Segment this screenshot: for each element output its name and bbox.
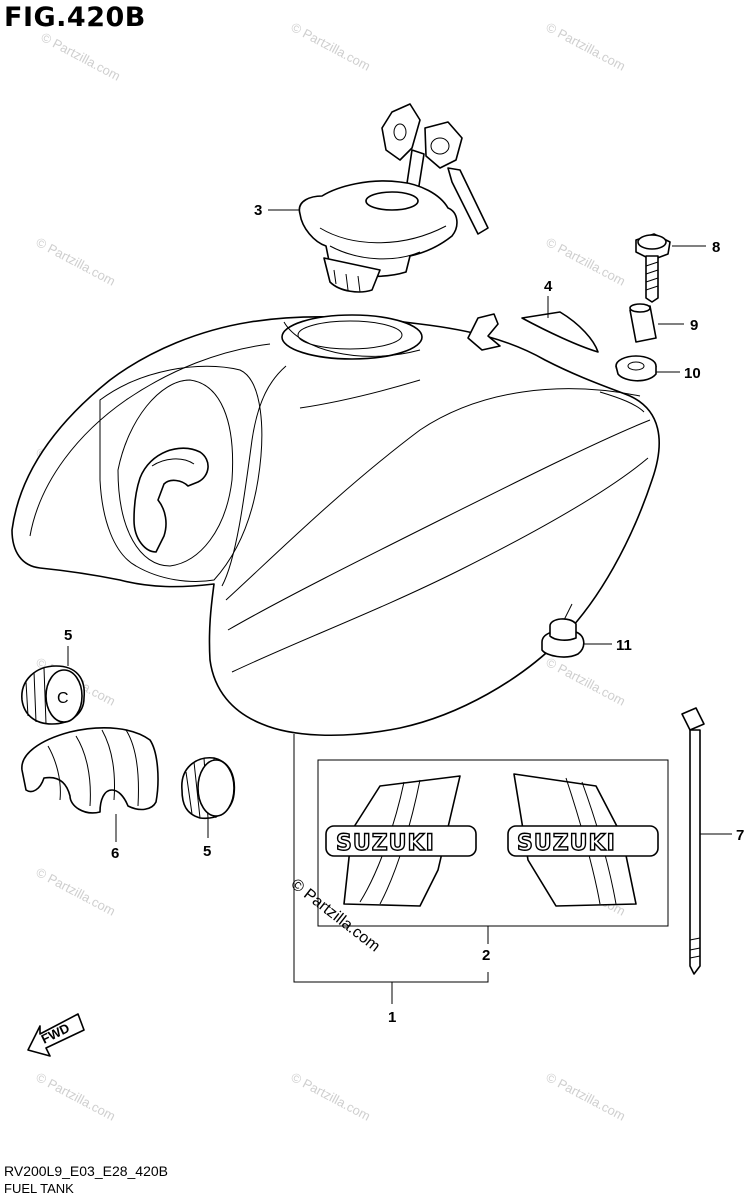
fig-title: FIG.420B — [4, 2, 146, 33]
watermark: © Partzilla.com — [34, 1069, 118, 1123]
fuel-cap-assembly — [298, 103, 489, 293]
callout-6: 6 — [111, 845, 119, 862]
figure-name: FUEL TANK — [4, 1181, 74, 1196]
callout-numbers: 3 8 4 9 10 11 5 5 6 7 2 1 — [64, 202, 744, 1026]
cap-letter: C — [57, 690, 69, 707]
leader-lines — [67, 209, 732, 1004]
callout-10: 10 — [684, 365, 701, 382]
callout-2: 2 — [482, 947, 490, 964]
watermark: © Partzilla.com — [289, 1069, 373, 1123]
callout-5-left: 5 — [64, 627, 72, 644]
cushion-part — [615, 355, 657, 382]
callout-5-right: 5 — [203, 843, 211, 860]
watermark: © Partzilla.com — [544, 1069, 628, 1123]
model-code: RV200L9_E03_E28_420B — [4, 1163, 169, 1179]
collar-part — [629, 303, 657, 343]
callout-9: 9 — [690, 317, 698, 334]
cap-part-left: C — [21, 665, 85, 725]
watermark: © Partzilla.com — [544, 19, 628, 73]
fuel-tank — [11, 313, 660, 737]
watermark: © Partzilla.com — [39, 29, 123, 83]
callout-8: 8 — [712, 239, 720, 256]
watermark: © Partzilla.com — [289, 19, 373, 73]
callout-7: 7 — [736, 827, 744, 844]
watermark: © Partzilla.com — [544, 654, 628, 708]
cushion-block-part — [21, 727, 159, 814]
callout-3: 3 — [254, 202, 262, 219]
emblem-text-right: SUZUKI — [517, 831, 616, 856]
emblem-set: SUZUKI SUZUKI — [317, 759, 669, 927]
callout-4: 4 — [544, 278, 553, 295]
watermark: © Partzilla.com — [34, 864, 118, 918]
callout-1: 1 — [388, 1009, 396, 1026]
rubber-mount-part — [541, 603, 585, 658]
tie-band-part — [681, 707, 705, 975]
forward-arrow-icon: FWD — [27, 1013, 85, 1057]
pad-part — [521, 311, 599, 353]
bolt-part — [635, 233, 671, 303]
cap-part-right — [181, 757, 236, 820]
watermark: © Partzilla.com — [34, 234, 118, 288]
watermark: © Partzilla.com — [544, 234, 628, 288]
callout-11: 11 — [616, 637, 632, 654]
emblem-text-left: SUZUKI — [336, 831, 435, 856]
